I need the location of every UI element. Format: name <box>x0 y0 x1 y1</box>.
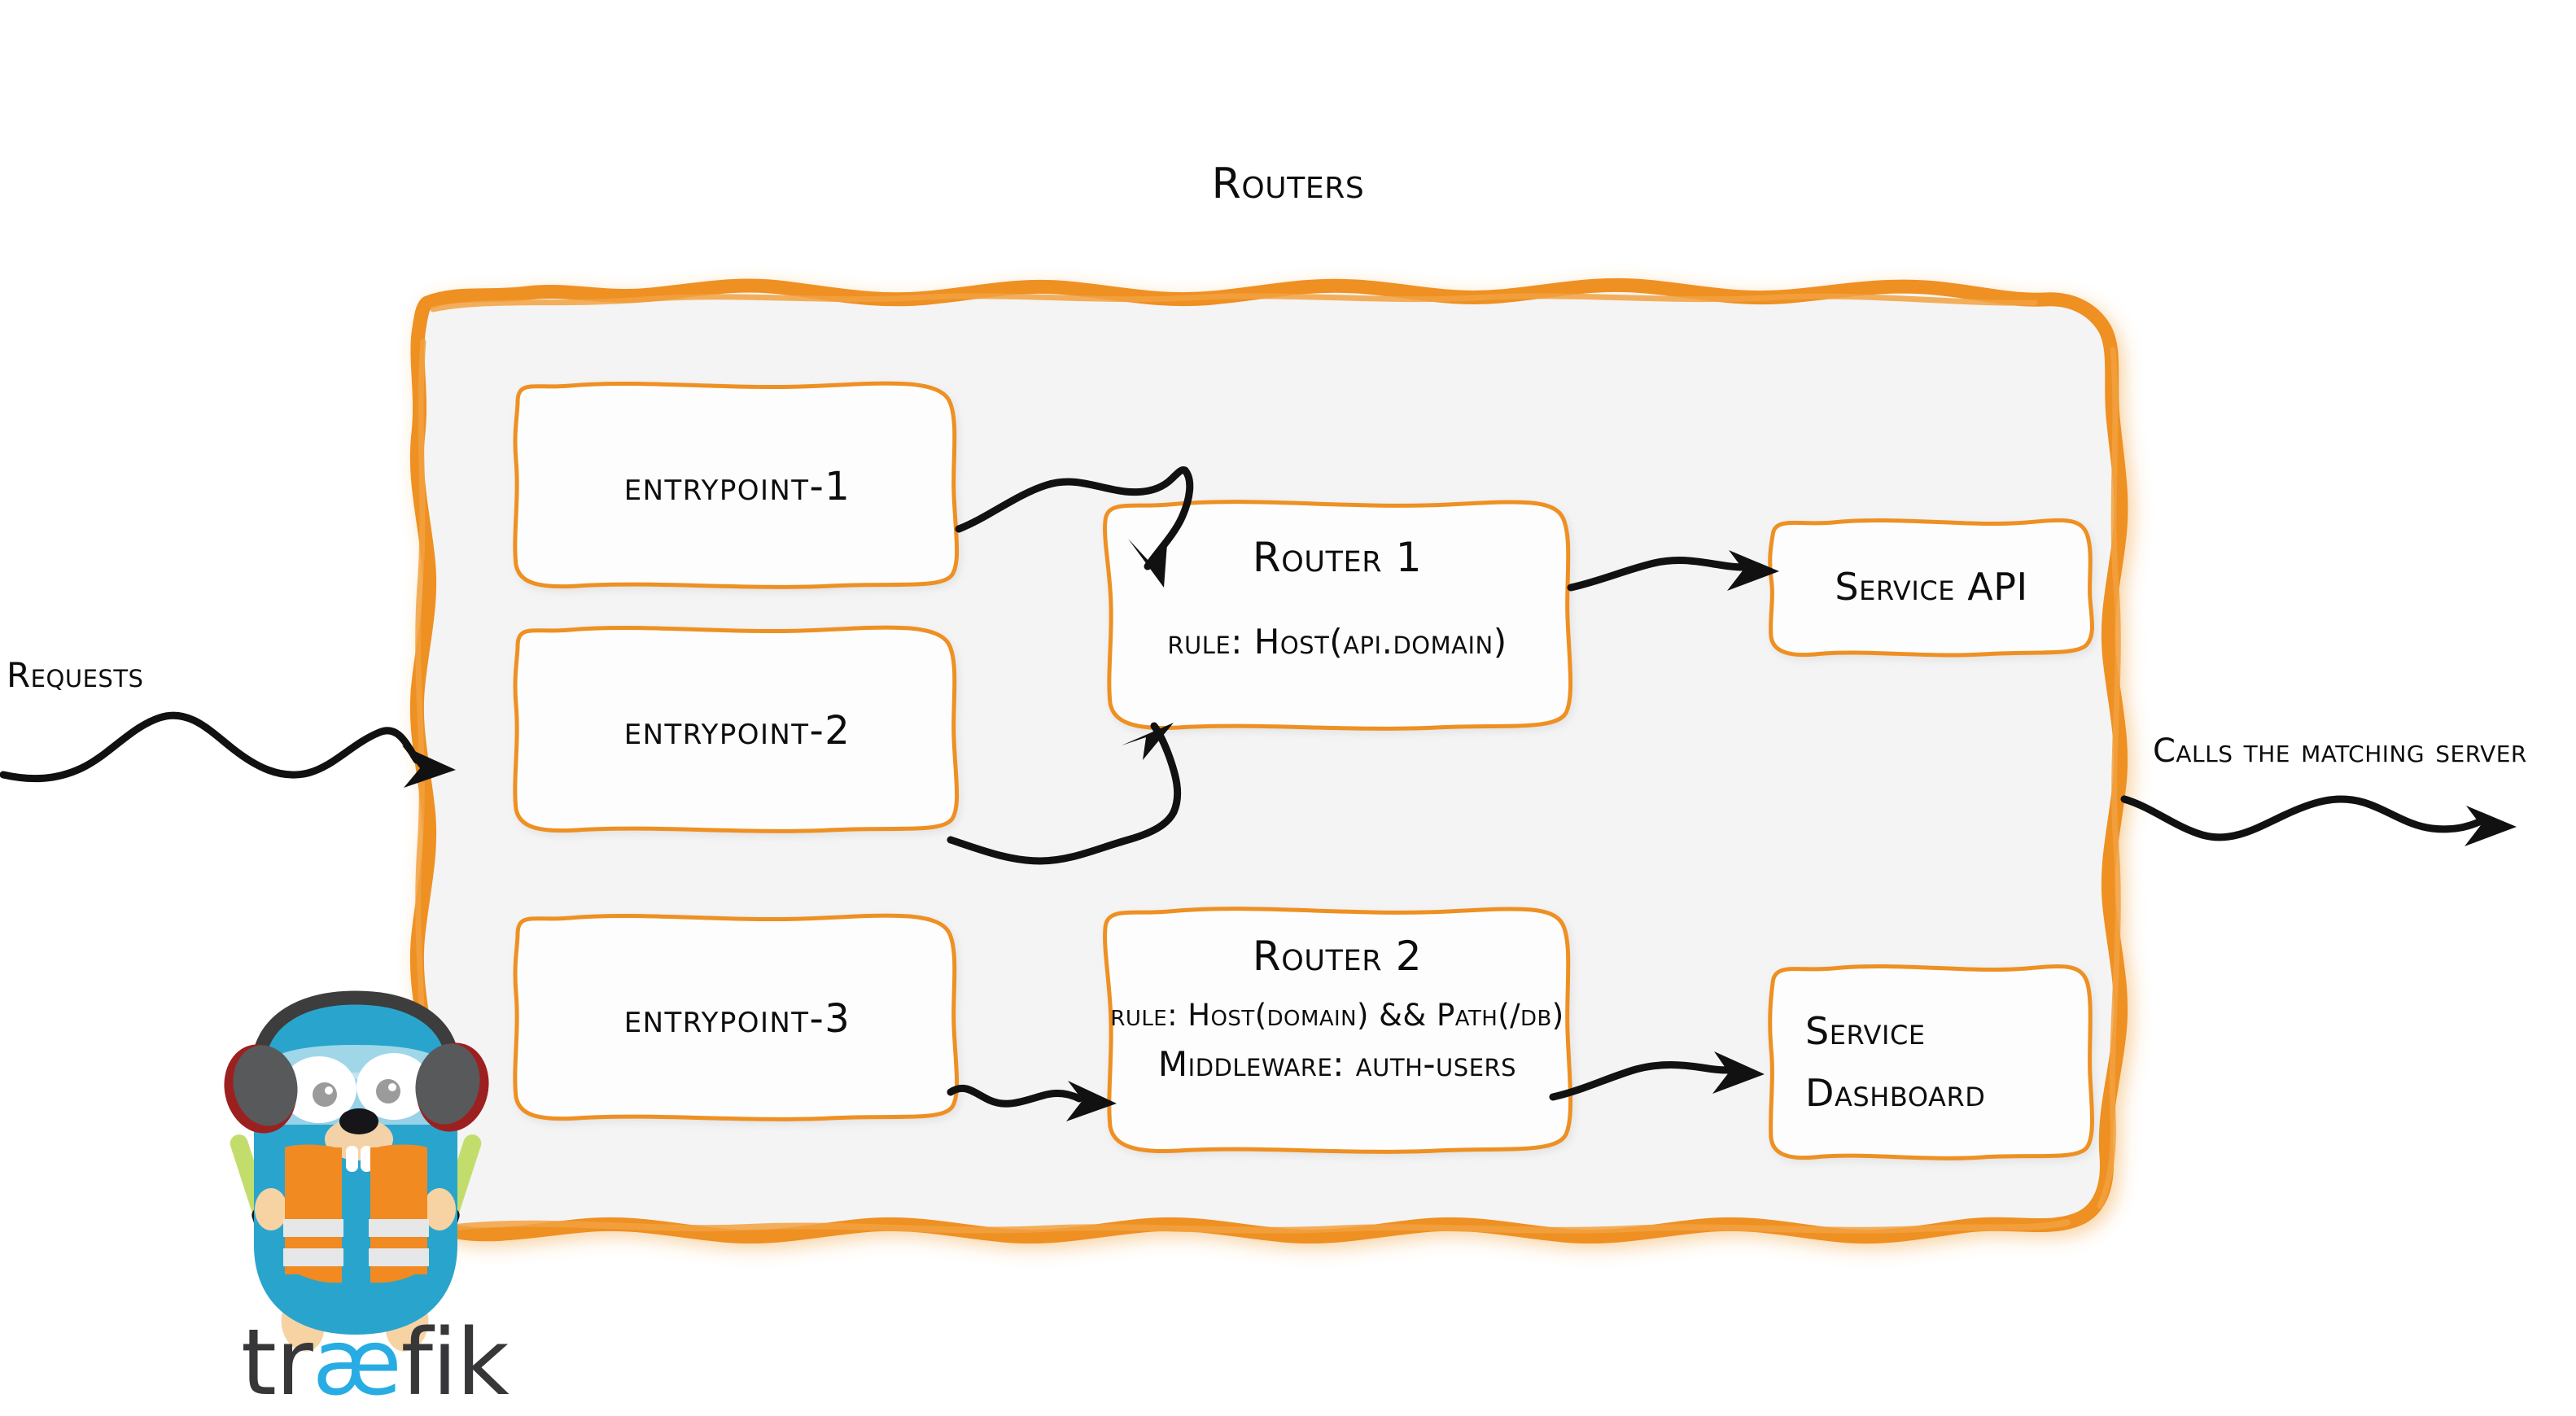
service-boxes <box>1768 518 2094 1160</box>
arrow-panel-to-calls-server <box>2120 795 2517 846</box>
router-1-title: Router 1 <box>1252 534 1423 581</box>
router-boxes <box>1103 500 1573 1154</box>
arrow-router1-to-service-api <box>1567 550 1779 592</box>
connectors <box>0 466 2517 1121</box>
service-dashboard-label-line2: Dashboard <box>1805 1071 1986 1115</box>
router-1-box[interactable]: Router 1 rule: Host(api.domain) <box>1105 501 1569 729</box>
traefik-wordmark: træfik <box>241 1310 510 1416</box>
service-api-label: Service API <box>1835 565 2028 610</box>
entrypoint-3-box[interactable]: entrypoint-3 <box>516 918 959 1120</box>
traefik-gopher-mascot <box>224 990 489 1352</box>
service-dashboard-box[interactable]: Service Dashboard <box>1771 965 2092 1160</box>
entrypoint-1-box[interactable]: entrypoint-1 <box>516 386 959 588</box>
router-2-box[interactable]: Router 2 rule: Host(domain) && Path(/db)… <box>1105 908 1569 1152</box>
entrypoint-2-label: entrypoint-2 <box>623 707 851 754</box>
router-2-middleware: Middleware: auth-users <box>1157 1043 1517 1084</box>
arrow-entrypoint1-to-router1 <box>955 466 1194 588</box>
traefik-ae-ligature: æ <box>312 1310 402 1416</box>
requests-label: Requests <box>7 655 144 695</box>
entrypoint-3-label: entrypoint-3 <box>623 995 851 1042</box>
arrow-entrypoint3-to-router2 <box>947 1081 1117 1121</box>
arrow-router2-to-service-dashboard <box>1549 1051 1765 1101</box>
calls-matching-server-label: Calls the matching server <box>2153 732 2527 770</box>
arrow-entrypoint2-to-router1 <box>947 722 1182 865</box>
page-title: Routers <box>1211 160 1365 208</box>
service-api-box[interactable]: Service API <box>1771 519 2092 656</box>
router-2-title: Router 2 <box>1252 933 1423 980</box>
router-2-rule: rule: Host(domain) && Path(/db) <box>1110 998 1564 1033</box>
entrypoint-1-label: entrypoint-1 <box>623 463 851 509</box>
entrypoint-2-box[interactable]: entrypoint-2 <box>516 630 959 832</box>
arrow-requests-to-panel <box>0 711 456 788</box>
router-1-rule: rule: Host(api.domain) <box>1167 622 1507 662</box>
service-dashboard-label-line1: Service <box>1805 1009 1926 1054</box>
entrypoint-boxes <box>513 381 960 1121</box>
